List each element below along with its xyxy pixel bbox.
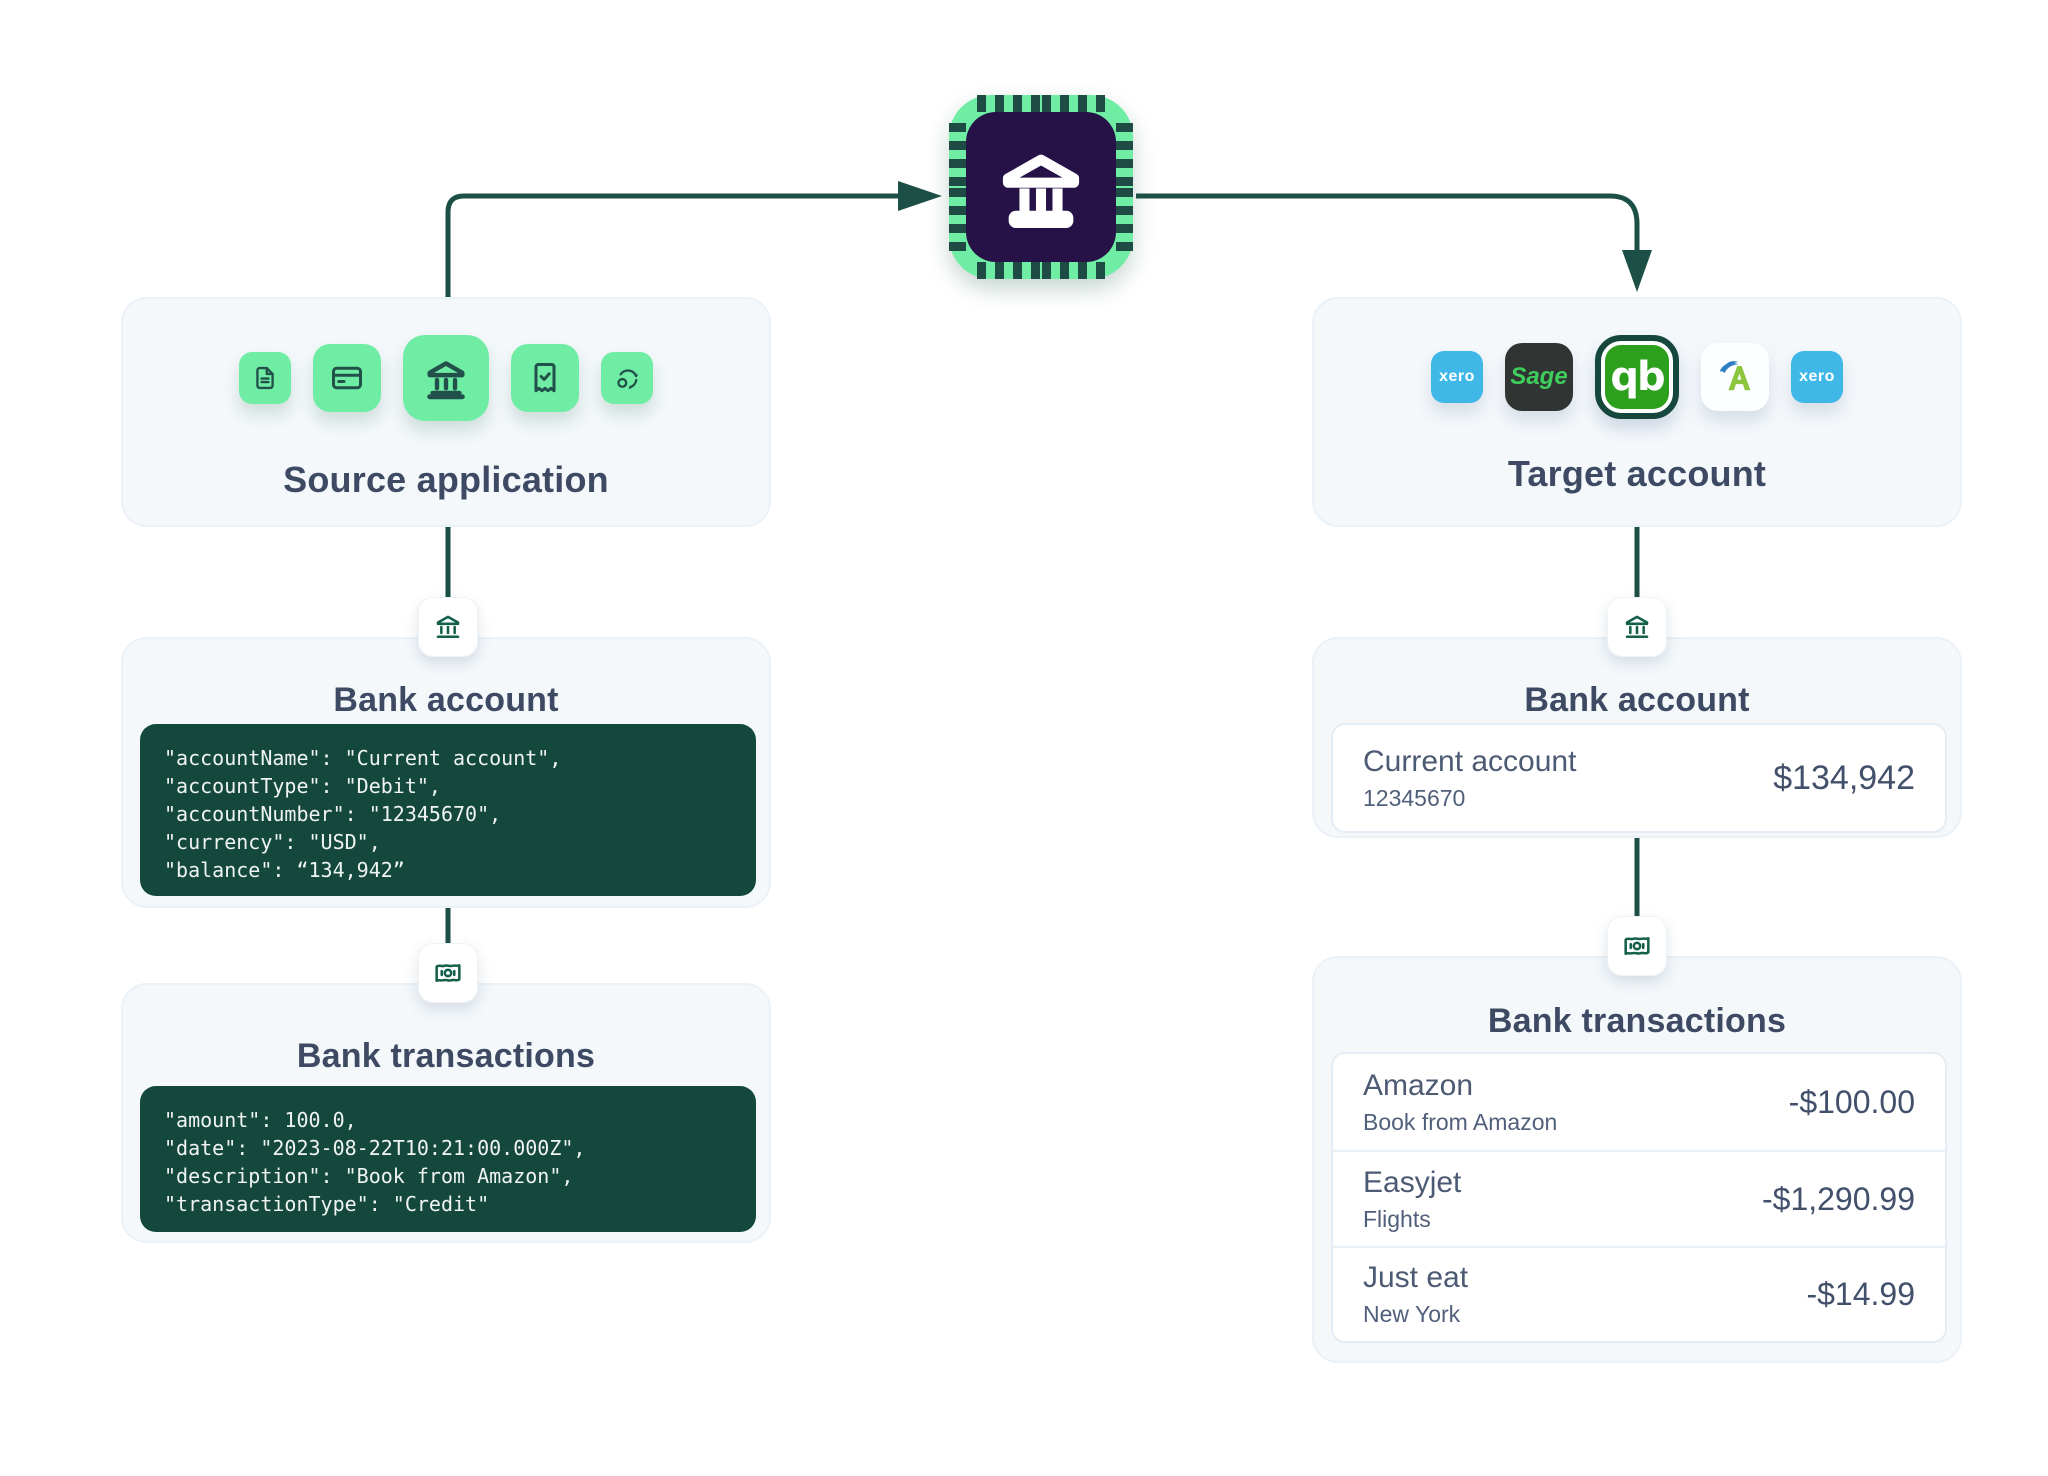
xero-logo: xero	[1799, 368, 1835, 385]
transaction-description: Flights	[1363, 1205, 1431, 1232]
target-bank-account-card: Bank account Current account 12345670 $1…	[1312, 637, 1962, 838]
account-name: Current account	[1363, 744, 1577, 778]
freeagent-app-tile	[1701, 343, 1769, 411]
sync-icon	[601, 352, 653, 404]
source-bank-transactions-title: Bank transactions	[296, 1037, 596, 1075]
arrowhead-down-icon	[1622, 250, 1652, 292]
quickbooks-logo: qb	[1605, 345, 1669, 409]
source-application-card: Source application	[121, 297, 771, 527]
transaction-description: New York	[1363, 1301, 1461, 1327]
sage-logo: Sage	[1510, 363, 1568, 390]
sage-app-tile: Sage	[1505, 343, 1573, 411]
banknote-icon	[1624, 937, 1650, 955]
connector-hub-to-target	[1136, 193, 1640, 252]
transaction-row: Just eat New York -$14.99	[1333, 1246, 1945, 1341]
transaction-amount: -$1,290.99	[1761, 1180, 1915, 1217]
bank-badge	[1607, 597, 1667, 657]
transaction-amount: -$14.99	[1806, 1276, 1915, 1312]
bank-account-code-block: "accountName": "Current account", "accou…	[140, 724, 756, 896]
credit-card-icon	[313, 344, 381, 412]
transaction-row: Amazon Book from Amazon -$100.00	[1333, 1054, 1945, 1150]
target-bank-account-title: Bank account	[1524, 681, 1750, 719]
bank-icon	[1625, 615, 1649, 638]
freeagent-logo	[1719, 361, 1751, 391]
connector-source-to-hub	[445, 193, 898, 300]
transaction-amount: -$100.00	[1788, 1083, 1915, 1120]
xero-app-tile: xero	[1791, 351, 1843, 403]
account-number: 12345670	[1363, 784, 1466, 811]
file-text-icon	[239, 352, 291, 404]
quickbooks-app-tile-selected: qb	[1595, 335, 1679, 419]
arrowhead-right-icon	[898, 181, 942, 211]
target-bank-transactions-title: Bank transactions	[1487, 1002, 1787, 1040]
transaction-merchant: Easyjet	[1363, 1165, 1462, 1199]
bank-transactions-code-block: "amount": 100.0, "date": "2023-08-22T10:…	[140, 1086, 756, 1232]
banknote-badge	[418, 943, 478, 1003]
source-bank-account-card: Bank account "accountName": "Current acc…	[121, 637, 771, 908]
bank-badge	[418, 597, 478, 657]
hub-chip	[949, 95, 1133, 279]
target-account-card: xero Sage qb xero Target account	[1312, 297, 1962, 527]
transactions-list: Amazon Book from Amazon -$100.00 Easyjet…	[1331, 1052, 1947, 1343]
banknote-icon	[435, 964, 461, 982]
source-application-title: Source application	[283, 459, 609, 500]
transaction-description: Book from Amazon	[1363, 1108, 1558, 1135]
account-balance: $134,942	[1773, 758, 1915, 797]
xero-logo: xero	[1439, 368, 1475, 385]
xero-app-tile: xero	[1431, 351, 1483, 403]
source-bank-transactions-card: Bank transactions "amount": 100.0, "date…	[121, 983, 771, 1243]
transaction-merchant: Just eat	[1363, 1261, 1469, 1294]
chip-core	[966, 112, 1116, 262]
current-account-row: Current account 12345670 $134,942	[1331, 723, 1947, 833]
banknote-badge	[1607, 916, 1667, 976]
chip-pins	[977, 95, 1040, 112]
transaction-row: Easyjet Flights -$1,290.99	[1333, 1150, 1945, 1246]
target-bank-transactions-card: Bank transactions Amazon Book from Amazo…	[1312, 956, 1962, 1363]
bank-icon	[436, 615, 460, 638]
bank-icon	[1002, 154, 1080, 228]
transaction-merchant: Amazon	[1363, 1068, 1474, 1102]
source-bank-account-title: Bank account	[333, 681, 559, 719]
receipt-check-icon	[511, 344, 579, 412]
bank-icon	[403, 335, 489, 421]
target-account-title: Target account	[1507, 453, 1767, 494]
